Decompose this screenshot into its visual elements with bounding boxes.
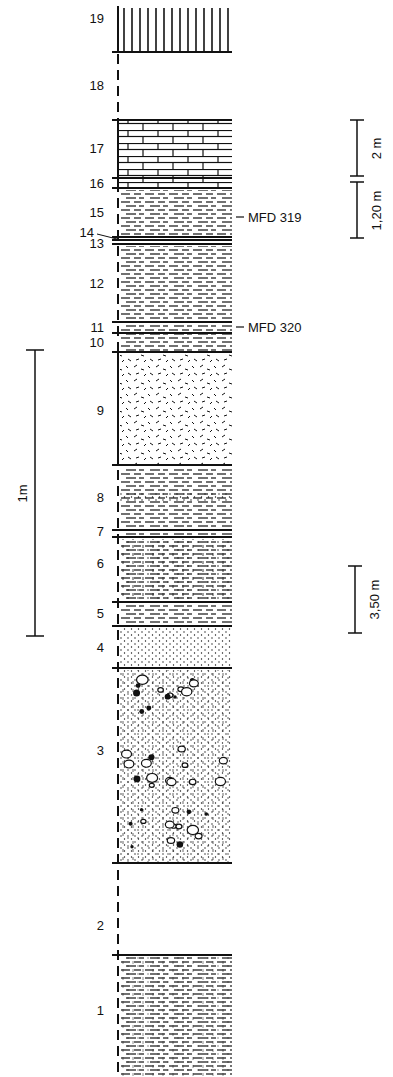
scale-label: 2 m	[370, 135, 383, 161]
layer-number: 11	[91, 321, 105, 334]
scale-label: 1m	[16, 482, 29, 504]
layer-number: 19	[90, 12, 104, 25]
sample-label: MFD 319	[248, 211, 301, 224]
layer-number: 10	[90, 336, 104, 349]
sample-label: MFD 320	[248, 321, 301, 334]
layer-number: 16	[90, 177, 104, 190]
layer-number: 3	[97, 744, 104, 757]
layer-number: 12	[90, 277, 104, 290]
scale-label: 1,20 m	[371, 188, 384, 232]
layer-number: 2	[97, 919, 104, 932]
layer-number: 6	[97, 557, 104, 570]
layer-number: 15	[90, 206, 104, 219]
layer-number: 7	[97, 525, 104, 538]
layer-number: 1	[97, 1004, 104, 1017]
layer-number: 8	[97, 491, 104, 504]
layer-number: 18	[90, 79, 104, 92]
layer-number: 5	[97, 607, 104, 620]
layer-number: 4	[97, 641, 104, 654]
layer-number: 17	[90, 142, 104, 155]
scale-label: 3,50 m	[369, 577, 382, 621]
layer-number: 13	[90, 237, 104, 250]
layer-number: 9	[97, 404, 104, 417]
